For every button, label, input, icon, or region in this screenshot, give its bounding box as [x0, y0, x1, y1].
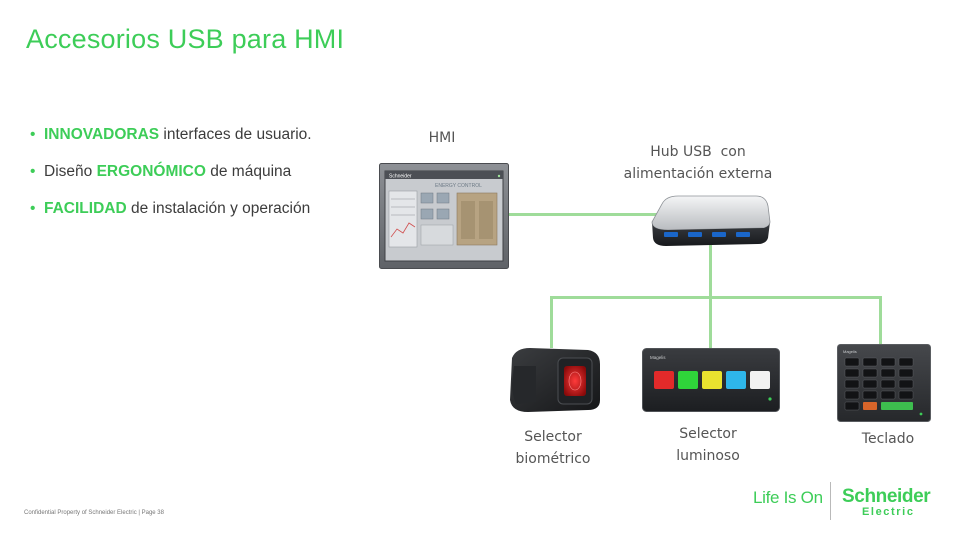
connector-drop-luminous — [709, 296, 712, 350]
bullet-dot: • — [30, 126, 36, 143]
bullet-text: interfaces de usuario. — [159, 126, 312, 143]
connector-drop-keypad — [879, 296, 882, 346]
hub-label: Hub USB con alimentación externa — [598, 141, 798, 185]
usb-hub-image — [648, 192, 772, 252]
bullet-item: • FACILIDAD de instalación y operación — [30, 200, 312, 237]
bullet-text: de instalación y operación — [126, 200, 311, 217]
bullet-emphasis: FACILIDAD — [44, 200, 127, 217]
biometric-label: Selector biométrico — [503, 426, 603, 470]
bullet-emphasis: INNOVADORAS — [44, 126, 160, 143]
bullet-prefix: Diseño — [44, 163, 97, 180]
luminous-label-line2: luminoso — [676, 448, 740, 464]
luminous-label: Selector luminoso — [658, 423, 758, 467]
brand-separator — [830, 482, 831, 520]
footer-text: Confidential Property of Schneider Elect… — [24, 510, 164, 516]
connector-hmi-hub — [508, 213, 658, 216]
bullet-dot: • — [30, 163, 36, 180]
schneider-electric-logo: Schneider Electric — [842, 486, 931, 519]
hmi-label: HMI — [428, 130, 456, 146]
luminous-label-line1: Selector — [679, 426, 737, 442]
bullet-emphasis: ERGONÓMICO — [96, 163, 206, 180]
biometric-selector-image — [506, 344, 604, 416]
hub-label-line2: alimentación externa — [623, 166, 773, 182]
slide-title: Accesorios USB para HMI — [26, 24, 345, 54]
connector-drop-biometric — [550, 296, 553, 348]
hmi-screen-brand: Schneider — [389, 174, 412, 180]
keypad-label: Teclado — [861, 431, 915, 447]
luminous-brand: Magelis — [650, 355, 666, 360]
bullet-item: • INNOVADORAS interfaces de usuario. — [30, 126, 312, 163]
bullet-text: de máquina — [205, 163, 292, 180]
life-is-on-logo: Life Is On — [753, 488, 823, 507]
bullet-item: • Diseño ERGONÓMICO de máquina — [30, 163, 312, 200]
keypad-brand: Magelis — [843, 349, 857, 354]
hmi-screen-header: ENERGY CONTROL — [435, 183, 482, 189]
brand-name: Schneider — [842, 486, 931, 507]
bullet-dot: • — [30, 200, 36, 217]
brand-subname: Electric — [862, 506, 915, 518]
luminous-selector-image: Magelis — [642, 348, 780, 412]
hmi-device-image: Schneider ENERGY CONTROL — [379, 163, 509, 269]
connector-bus — [550, 296, 882, 299]
keypad-image: Magelis — [837, 344, 931, 422]
hub-label-line1: Hub USB con — [650, 144, 746, 160]
connector-hub-trunk — [709, 238, 712, 298]
bullet-list: • INNOVADORAS interfaces de usuario. • Dis… — [30, 126, 312, 237]
biometric-label-line1: Selector — [524, 429, 582, 445]
biometric-label-line2: biométrico — [515, 451, 591, 467]
